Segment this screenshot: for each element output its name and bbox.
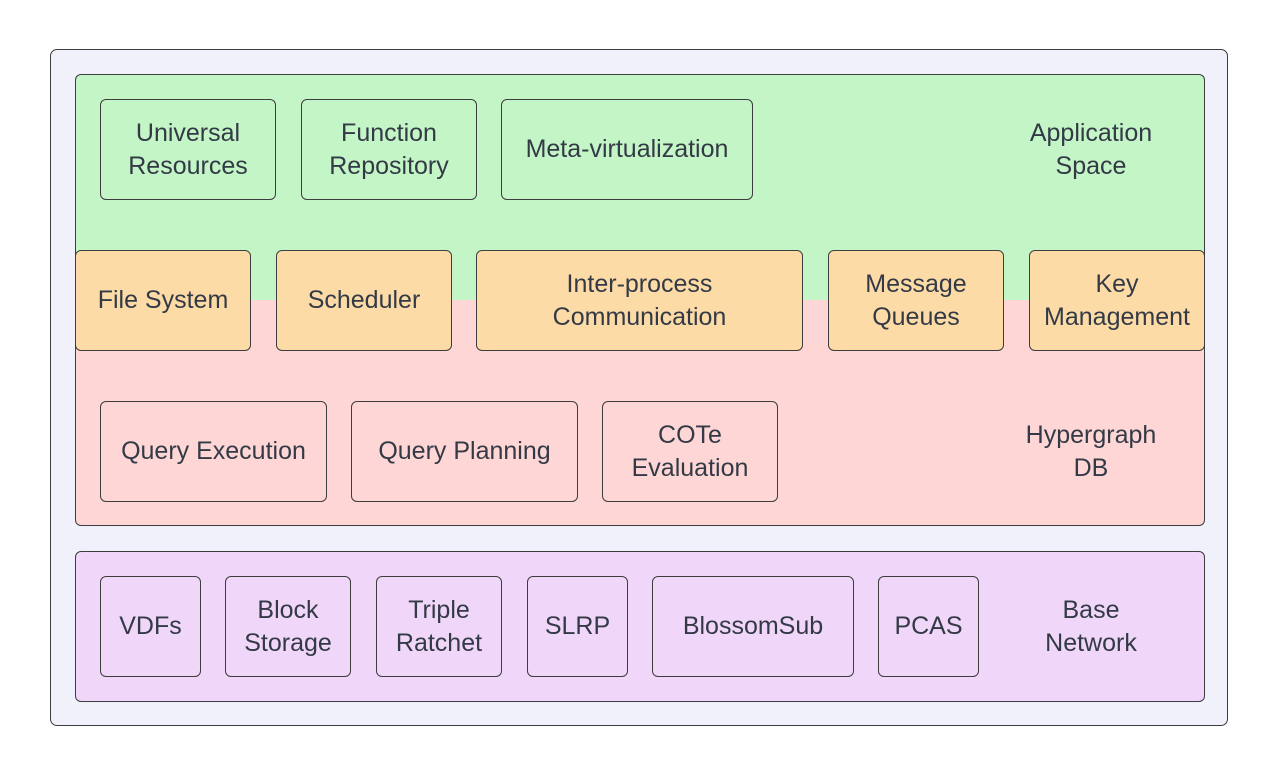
file-system-box: File System	[75, 250, 251, 351]
inter-process-communication-box: Inter-process Communication	[476, 250, 803, 351]
function-repository-box: Function Repository	[301, 99, 477, 200]
key-management-box: Key Management	[1029, 250, 1205, 351]
scheduler-box: Scheduler	[276, 250, 452, 351]
triple-ratchet-box: Triple Ratchet	[376, 576, 502, 677]
query-planning-box: Query Planning	[351, 401, 578, 502]
universal-resources-box: Universal Resources	[100, 99, 276, 200]
application-space-label: Application Space	[1029, 118, 1153, 180]
blossomsub-box: BlossomSub	[652, 576, 854, 677]
base-network-label: Base Network	[1045, 595, 1137, 657]
slrp-box: SLRP	[527, 576, 628, 677]
pcas-box: PCAS	[878, 576, 979, 677]
message-queues-box: Message Queues	[828, 250, 1004, 351]
cote-evaluation-box: COTe Evaluation	[602, 401, 778, 502]
vdfs-box: VDFs	[100, 576, 201, 677]
block-storage-box: Block Storage	[225, 576, 351, 677]
meta-virtualization-box: Meta-virtualization	[501, 99, 753, 200]
hypergraph-db-label: Hypergraph DB	[1025, 420, 1157, 482]
query-execution-box: Query Execution	[100, 401, 327, 502]
